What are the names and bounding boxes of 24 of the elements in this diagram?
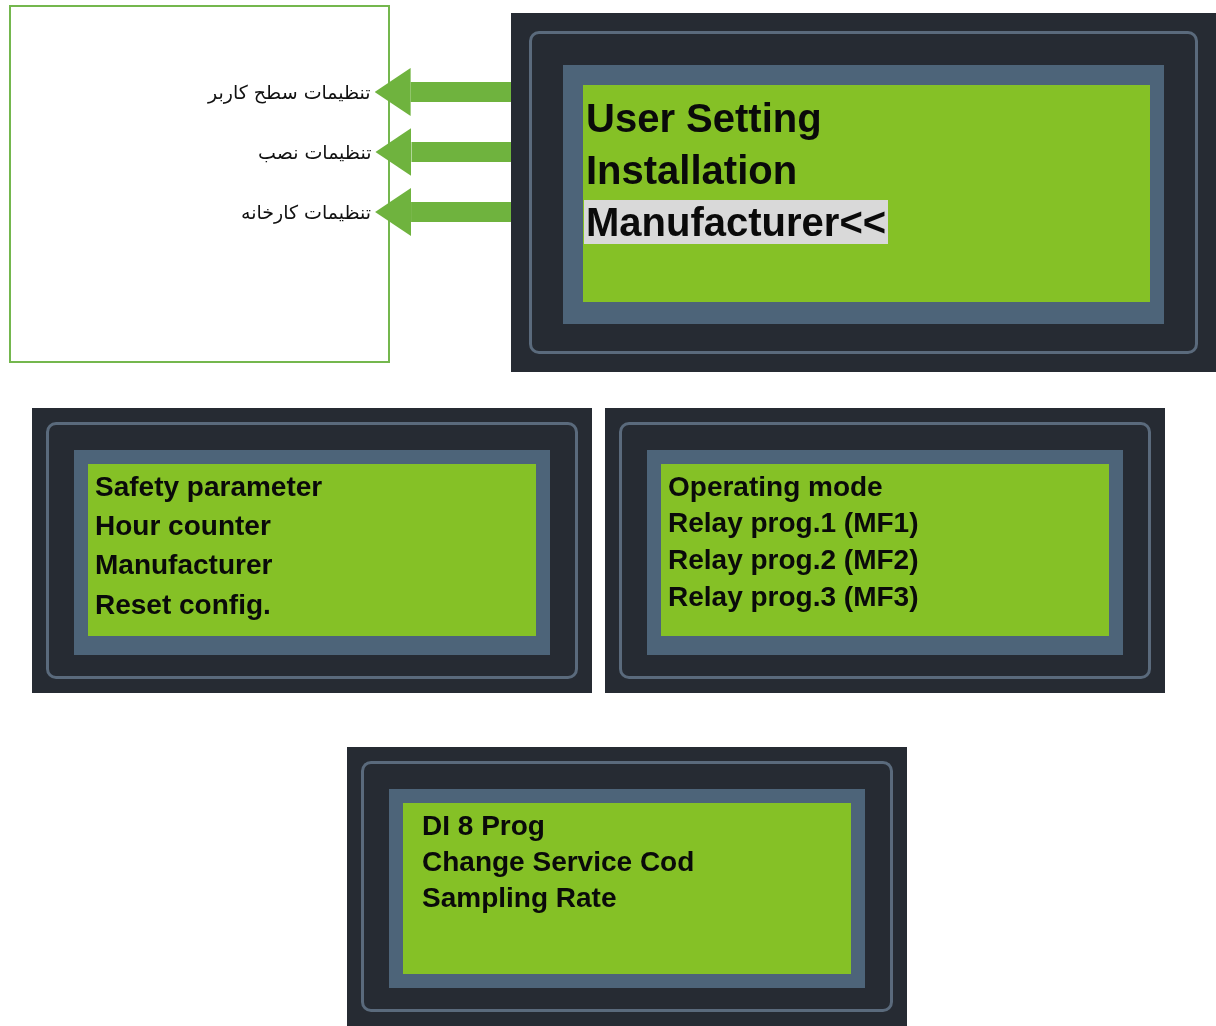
display-line: Sampling Rate	[422, 882, 617, 914]
display-line: User Setting	[586, 96, 822, 140]
display-line: Relay prog.3 (MF3)	[668, 581, 919, 613]
display-line: Hour counter	[95, 510, 271, 542]
arrow	[374, 67, 511, 116]
display-line: Relay prog.1 (MF1)	[668, 507, 919, 539]
menu-label: تنظیمات کارخانه	[241, 201, 372, 223]
display-line: Safety parameter	[95, 471, 323, 503]
label-panel	[9, 5, 390, 363]
display-line: Relay prog.2 (MF2)	[668, 544, 919, 576]
lcd-display	[347, 747, 907, 1026]
menu-label: تنظیمات سطح کاربر	[208, 81, 371, 103]
menu-label: تنظیمات نصب	[258, 141, 372, 163]
display-line: Manufacturer	[95, 549, 273, 581]
arrow	[375, 187, 511, 236]
display-line: Operating mode	[668, 471, 883, 503]
lcd-display	[511, 13, 1216, 372]
display-line: Change Service Cod	[422, 846, 695, 878]
display-line: DI 8 Prog	[422, 810, 545, 842]
display-line: Reset config.	[95, 589, 271, 621]
lcd-display	[605, 408, 1165, 693]
lcd-display	[32, 408, 592, 693]
display-line: Installation	[586, 148, 798, 192]
arrow	[375, 127, 511, 176]
